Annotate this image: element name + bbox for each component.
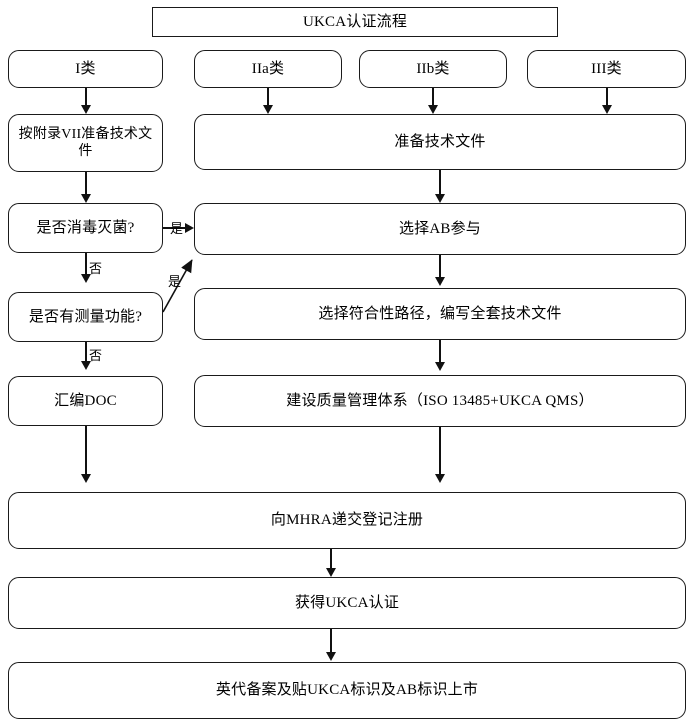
connector-ukca-to-market [330,629,332,653]
connector-measure-no-to-compile [85,342,87,362]
node-class-iib[interactable]: IIb类 [359,50,507,88]
node-mhra-submit[interactable]: 向MHRA递交登记注册 [8,492,686,549]
node-class-iii[interactable]: III类 [527,50,686,88]
node-decision-sterile[interactable]: 是否消毒灭菌? [8,203,163,253]
arrowhead-compile-to-mhra [80,474,91,483]
arrowhead-sterile-yes-to-selectab [185,223,194,233]
arrowhead-classiib-to-tech [427,105,438,114]
connector-classi-to-prepare [85,88,87,106]
arrowhead-measure-no-to-compile [80,361,91,370]
edge-label-sterile-yes: 是 [170,221,184,236]
node-select-ab[interactable]: 选择AB参与 [194,203,686,255]
node-qms[interactable]: 建设质量管理体系（ISO 13485+UKCA QMS） [194,375,686,427]
arrowhead-tech-to-selectab [434,194,445,203]
node-decision-measure-label: 是否有测量功能? [28,308,143,325]
node-obtain-ukca-label: 获得UKCA认证 [294,594,400,611]
node-select-ab-label: 选择AB参与 [398,220,482,237]
connector-prepare-to-sterile [85,172,87,194]
node-conformity-path-label: 选择符合性路径，编写全套技术文件 [318,305,562,322]
arrowhead-qms-to-mhra [434,474,445,483]
node-compile-doc-label: 汇编DOC [54,392,117,409]
node-class-i[interactable]: I类 [8,50,163,88]
connector-tech-to-selectab [439,170,441,194]
node-decision-sterile-label: 是否消毒灭菌? [36,219,135,236]
node-decision-measure[interactable]: 是否有测量功能? [8,292,163,342]
node-class-iib-label: IIb类 [416,60,450,77]
arrowhead-classiii-to-tech [601,105,612,114]
arrowhead-conformity-to-qms [434,362,445,371]
arrowhead-classiia-to-tech [262,105,273,114]
node-prepare-doc-annex7[interactable]: 按附录VII准备技术文件 [8,114,163,172]
arrowhead-mhra-to-ukca [325,568,336,577]
edge-label-measure-yes: 是 [168,274,182,289]
connector-classiib-to-tech [432,88,434,106]
arrowhead-classi-to-prepare [80,105,91,114]
node-prepare-tech-file-label: 准备技术文件 [394,133,486,150]
arrowhead-selectab-to-conformity [434,277,445,286]
connector-classiia-to-tech [267,88,269,106]
node-market-launch[interactable]: 英代备案及贴UKCA标识及AB标识上市 [8,662,686,719]
connector-sterile-no-to-measure [85,253,87,275]
node-mhra-submit-label: 向MHRA递交登记注册 [270,512,424,529]
diagram-title-text: UKCA认证流程 [302,13,408,30]
connector-compile-to-mhra [85,426,87,475]
diagram-title-box: UKCA认证流程 [152,7,558,37]
node-qms-label: 建设质量管理体系（ISO 13485+UKCA QMS） [286,392,594,409]
connector-sterile-yes-to-selectab [163,227,186,229]
node-obtain-ukca[interactable]: 获得UKCA认证 [8,577,686,629]
node-class-iia-label: IIa类 [251,60,285,77]
node-class-i-label: I类 [75,60,96,77]
arrowhead-sterile-no-to-measure [80,274,91,283]
connector-mhra-to-ukca [330,549,332,569]
connector-conformity-to-qms [439,340,441,363]
connector-qms-to-mhra [439,427,441,475]
node-prepare-doc-annex7-label: 按附录VII准备技术文件 [18,126,153,160]
edge-label-measure-no: 否 [89,348,103,363]
node-conformity-path[interactable]: 选择符合性路径，编写全套技术文件 [194,288,686,340]
node-class-iia[interactable]: IIa类 [194,50,342,88]
node-prepare-tech-file[interactable]: 准备技术文件 [194,114,686,170]
arrowhead-prepare-to-sterile [80,194,91,203]
node-market-launch-label: 英代备案及贴UKCA标识及AB标识上市 [215,682,479,699]
node-class-iii-label: III类 [591,60,622,77]
connector-classiii-to-tech [606,88,608,106]
node-compile-doc[interactable]: 汇编DOC [8,376,163,426]
arrowhead-ukca-to-market [325,652,336,661]
connector-selectab-to-conformity [439,255,441,277]
edge-label-sterile-no: 否 [89,261,103,276]
